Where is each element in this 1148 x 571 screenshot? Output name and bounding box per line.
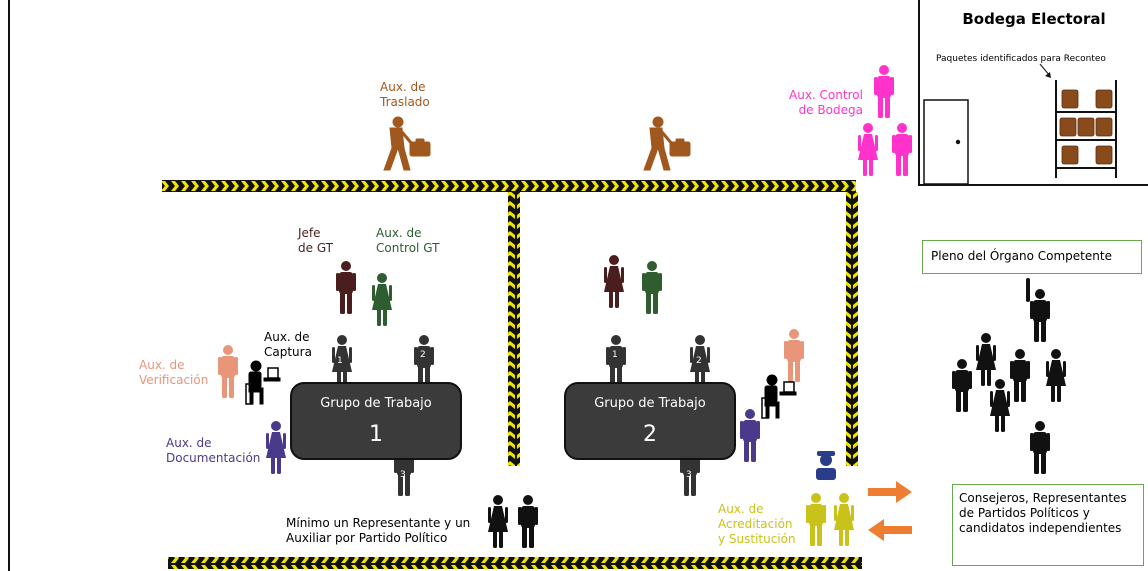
pleno-box: Pleno del Órgano Competente [922, 240, 1142, 274]
label-aux-captura: Aux. de Captura [264, 330, 312, 359]
shelf-icon [1055, 80, 1117, 178]
aux-captura-figure-1 [245, 360, 281, 405]
aux-verificacion-figure-2 [784, 329, 804, 382]
grupo-trabajo-1-number: 1 [369, 422, 383, 447]
bodega-drawing [923, 63, 1117, 184]
aux-documentacion-figure-2 [740, 409, 760, 462]
aux-traslado-figure-2 [642, 115, 692, 172]
seat-badge-3-g1: 3 [400, 470, 406, 480]
consejeros-box: Consejeros, Representantes de Partidos P… [952, 484, 1144, 566]
crowd-person-5 [990, 379, 1010, 432]
aux-traslado-figure-1 [382, 115, 432, 172]
tape-middle-vertical [508, 192, 520, 466]
aux-verificacion-figure-1 [218, 345, 238, 398]
pleno-label: Pleno del Órgano Competente [931, 249, 1112, 263]
label-minimo-representante: Mínimo un Representante y un Auxiliar po… [286, 516, 471, 545]
representante-man [518, 495, 538, 548]
seat-badge-2-g1: 2 [420, 350, 426, 360]
grupo-trabajo-2-title: Grupo de Trabajo [594, 396, 706, 411]
representante-woman [488, 495, 508, 548]
aux-acreditacion-man [806, 493, 826, 546]
crowd-person-3 [1046, 349, 1066, 402]
left-border [8, 0, 10, 571]
tape-top [162, 180, 856, 192]
grupo-trabajo-1: Grupo de Trabajo 1 [290, 382, 462, 460]
aux-control-gt-figure-2 [642, 261, 662, 314]
label-jefe-gt: Jefe de GT [298, 226, 334, 255]
aux-acreditacion-woman [834, 493, 854, 546]
guard-icon [816, 451, 836, 480]
label-aux-documentacion: Aux. de Documentación [166, 436, 261, 465]
label-aux-control-bodega: Aux. Control de Bodega [789, 88, 863, 117]
seat-badge-3-g2: 3 [686, 470, 692, 480]
seat-badge-2-g2: 2 [696, 356, 702, 366]
pleno-crowd [952, 278, 1066, 474]
aux-captura-figure-2 [761, 374, 797, 419]
door-knob [955, 139, 961, 145]
crowd-person-6 [1030, 421, 1050, 474]
jefe-gt-figure-1 [336, 261, 356, 314]
aux-control-bodega-man-2 [892, 123, 912, 176]
grupo-trabajo-1-title: Grupo de Trabajo [320, 396, 432, 411]
bodega-note: Paquetes identificados para Reconteo [936, 54, 1106, 64]
grupo-trabajo-2: Grupo de Trabajo 2 [564, 382, 736, 460]
aux-control-gt-figure-1 [372, 273, 392, 326]
label-aux-control-gt: Aux. de Control GT [376, 226, 440, 255]
speaker-figure [1026, 278, 1050, 342]
arrow-left-icon [868, 519, 912, 541]
label-aux-traslado: Aux. de Traslado [380, 80, 430, 109]
bodega-title: Bodega Electoral [962, 10, 1106, 28]
seat-2-figure-g1 [414, 335, 434, 388]
arrow-right-icon [868, 481, 912, 503]
aux-control-bodega-woman [858, 123, 878, 176]
package-boxes [1059, 89, 1113, 165]
seat-badge-1-g2: 1 [612, 350, 618, 360]
crowd-person-2 [1010, 349, 1030, 402]
tape-bottom [168, 557, 862, 569]
tape-right-vertical [846, 192, 858, 466]
crowd-person-4 [952, 359, 972, 412]
aux-control-bodega-man [874, 65, 894, 118]
door-icon [923, 99, 969, 184]
crowd-person-1 [976, 333, 996, 386]
consejeros-label: Consejeros, Representantes de Partidos P… [959, 491, 1127, 535]
seat-1-figure-g2 [606, 335, 626, 388]
label-aux-verificacion: Aux. de Verificación [139, 358, 209, 387]
note-arrow-head [1045, 72, 1051, 78]
bodega-electoral-box: Bodega Electoral Paquetes identificados … [918, 0, 1148, 186]
aux-documentacion-figure-1 [266, 421, 286, 474]
label-aux-acreditacion: Aux. de Acreditación y Sustitución [718, 502, 796, 546]
grupo-trabajo-2-number: 2 [643, 422, 657, 447]
seat-badge-1-g1: 1 [337, 356, 343, 366]
jefe-gt-figure-2 [604, 255, 624, 308]
